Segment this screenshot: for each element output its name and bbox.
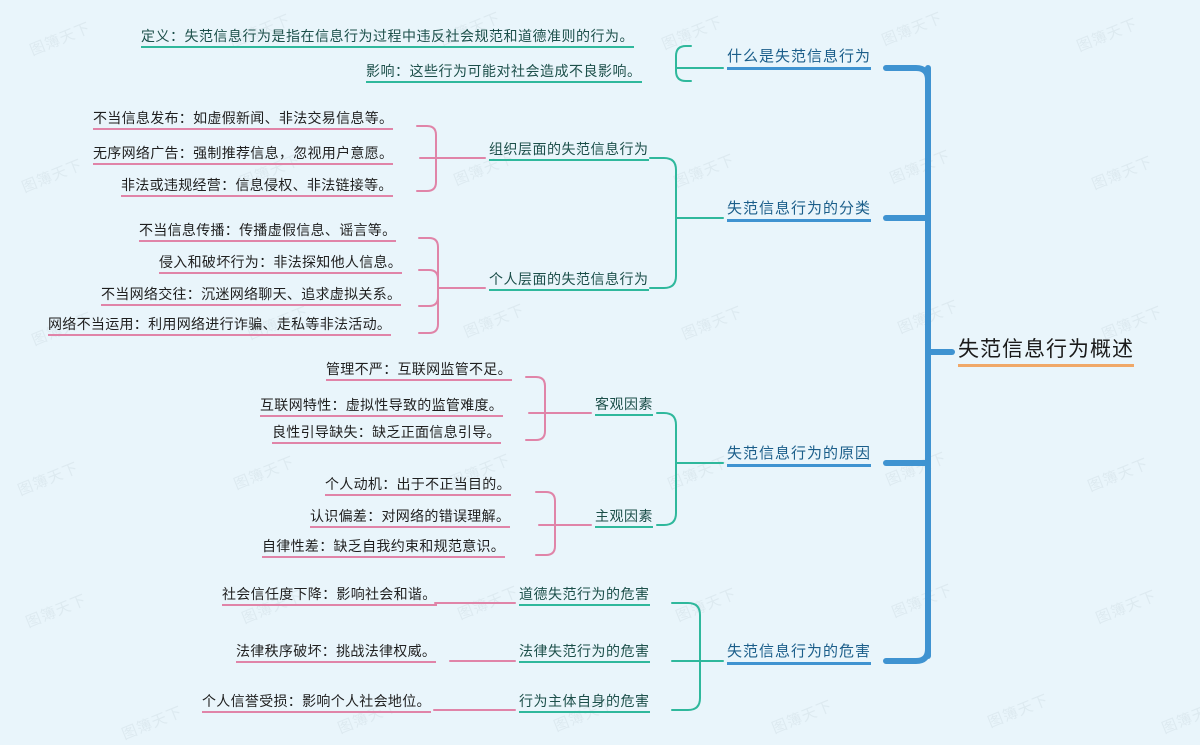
watermark: 图簿天下 xyxy=(461,302,528,342)
leaf-node-reputation-damage[interactable]: 个人信誉受损：影响个人社会地位。 xyxy=(202,693,431,714)
watermark: 图簿天下 xyxy=(231,454,298,494)
watermark: 图簿天下 xyxy=(1074,16,1141,56)
watermark: 图簿天下 xyxy=(27,20,94,60)
subbranch-node-legal-harm[interactable]: 法律失范行为的危害 xyxy=(519,643,650,664)
leaf-connectors xyxy=(416,125,592,711)
leaf-arm-poor-discipline xyxy=(535,524,556,556)
watermark: 图簿天下 xyxy=(879,10,946,50)
subbranch-node-org-level[interactable]: 组织层面的失范信息行为 xyxy=(489,141,649,162)
leaf-node-illegal-operation[interactable]: 非法或违规经营：信息侵权、非法链接等。 xyxy=(121,177,393,198)
l3-arm-org-level xyxy=(649,157,677,219)
leaf-arm-illegal-operation xyxy=(416,157,437,192)
branch-node-classification[interactable]: 失范信息行为的分类 xyxy=(727,200,872,223)
root-node[interactable]: 失范信息行为概述 xyxy=(958,338,1134,368)
l3-arm-objective xyxy=(656,412,677,464)
leaf-node-lack-guidance[interactable]: 良性引导缺失：缺乏正面信息引导。 xyxy=(272,424,501,445)
watermark: 图簿天下 xyxy=(679,304,746,344)
subbranch-node-objective-factors[interactable]: 客观因素 xyxy=(595,396,653,417)
leaf-node-poor-discipline[interactable]: 自律性差：缺乏自我约束和规范意识。 xyxy=(262,538,506,559)
leaf-node-improper-spread[interactable]: 不当信息传播：传播虚假信息、谣言等。 xyxy=(139,222,397,243)
branch-node-causes[interactable]: 失范信息行为的原因 xyxy=(727,445,872,468)
leaf-arm-improper-publish xyxy=(416,125,437,159)
l3-arm-self-harm xyxy=(671,660,701,711)
leaf-node-improper-social[interactable]: 不当网络交往：沉迷网络聊天、追求虚拟关系。 xyxy=(101,286,402,307)
watermark: 图簿天下 xyxy=(119,704,186,744)
watermark: 图簿天下 xyxy=(1159,698,1200,738)
watermark: 图簿天下 xyxy=(659,14,726,54)
branch-node-harms[interactable]: 失范信息行为的危害 xyxy=(727,643,872,666)
leaf-arm-personal-motive xyxy=(535,491,556,526)
branch-node-what-is[interactable]: 什么是失范信息行为 xyxy=(727,48,872,71)
watermark: 图簿天下 xyxy=(15,460,82,500)
watermark: 图簿天下 xyxy=(665,454,732,494)
leaf-node-disordered-ads[interactable]: 无序网络广告：强制推荐信息，忽视用户意愿。 xyxy=(93,145,394,166)
watermark: 图簿天下 xyxy=(889,582,956,622)
trunk-arm-what-is xyxy=(883,65,931,83)
leaf-arm-improper-social xyxy=(418,287,439,307)
leaf-node-personal-motive[interactable]: 个人动机：出于不正当目的。 xyxy=(325,476,511,497)
watermark: 图簿天下 xyxy=(769,698,836,738)
l3-arm-impact xyxy=(675,67,692,82)
subbranch-node-definition[interactable]: 定义：失范信息行为是指在信息行为过程中违反社会规范和道德准则的行为。 xyxy=(141,28,634,49)
watermark: 图簿天下 xyxy=(671,152,738,192)
leaf-node-internet-nature[interactable]: 互联网特性：虚拟性导致的监管难度。 xyxy=(260,397,504,418)
leaf-arm-lack-guidance xyxy=(525,412,546,441)
watermark: 图簿天下 xyxy=(883,450,950,490)
watermark: 图簿天下 xyxy=(455,584,522,624)
leaf-node-improper-publish[interactable]: 不当信息发布：如虚假新闻、非法交易信息等。 xyxy=(93,110,394,131)
leaf-arm-improper-spread xyxy=(418,237,439,289)
trunk-arm-harms xyxy=(883,646,931,664)
watermark: 图簿天下 xyxy=(1085,456,1152,496)
subbranch-node-subjective-factors[interactable]: 主观因素 xyxy=(595,508,653,529)
subbranch-node-impact[interactable]: 影响：这些行为可能对社会造成不良影响。 xyxy=(366,63,642,84)
l3-arm-personal-level xyxy=(649,217,677,289)
watermark: 图簿天下 xyxy=(673,586,740,626)
leaf-node-lax-management[interactable]: 管理不严：互联网监管不足。 xyxy=(326,361,512,382)
leaf-node-cognitive-bias[interactable]: 认识偏差：对网络的错误理解。 xyxy=(310,508,511,529)
leaf-arm-lax-management xyxy=(525,376,546,414)
watermark: 图簿天下 xyxy=(887,148,954,188)
watermark: 图簿天下 xyxy=(19,157,86,197)
leaf-node-legal-order-damage[interactable]: 法律秩序破坏：挑战法律权威。 xyxy=(236,643,437,664)
subbranch-node-self-harm[interactable]: 行为主体自身的危害 xyxy=(519,693,650,714)
leaf-node-net-misuse[interactable]: 网络不当运用：利用网络进行诈骗、走私等非法活动。 xyxy=(48,316,392,337)
watermark: 图簿天下 xyxy=(23,592,90,632)
leaf-arm-net-misuse xyxy=(418,287,439,334)
watermark: 图簿天下 xyxy=(1093,588,1160,628)
watermark: 图簿天下 xyxy=(895,298,962,338)
leaf-node-intrusion-damage[interactable]: 侵入和破坏行为：非法探知他人信息。 xyxy=(159,254,403,275)
leaf-arm-intrusion xyxy=(418,269,439,289)
watermark: 图簿天下 xyxy=(1089,154,1156,194)
leaf-node-trust-decline[interactable]: 社会信任度下降：影响社会和谐。 xyxy=(222,586,437,607)
subbranch-node-personal-level[interactable]: 个人层面的失范信息行为 xyxy=(489,271,649,292)
subbranch-node-moral-harm[interactable]: 道德失范行为的危害 xyxy=(519,586,650,607)
watermark: 图簿天下 xyxy=(985,692,1052,732)
